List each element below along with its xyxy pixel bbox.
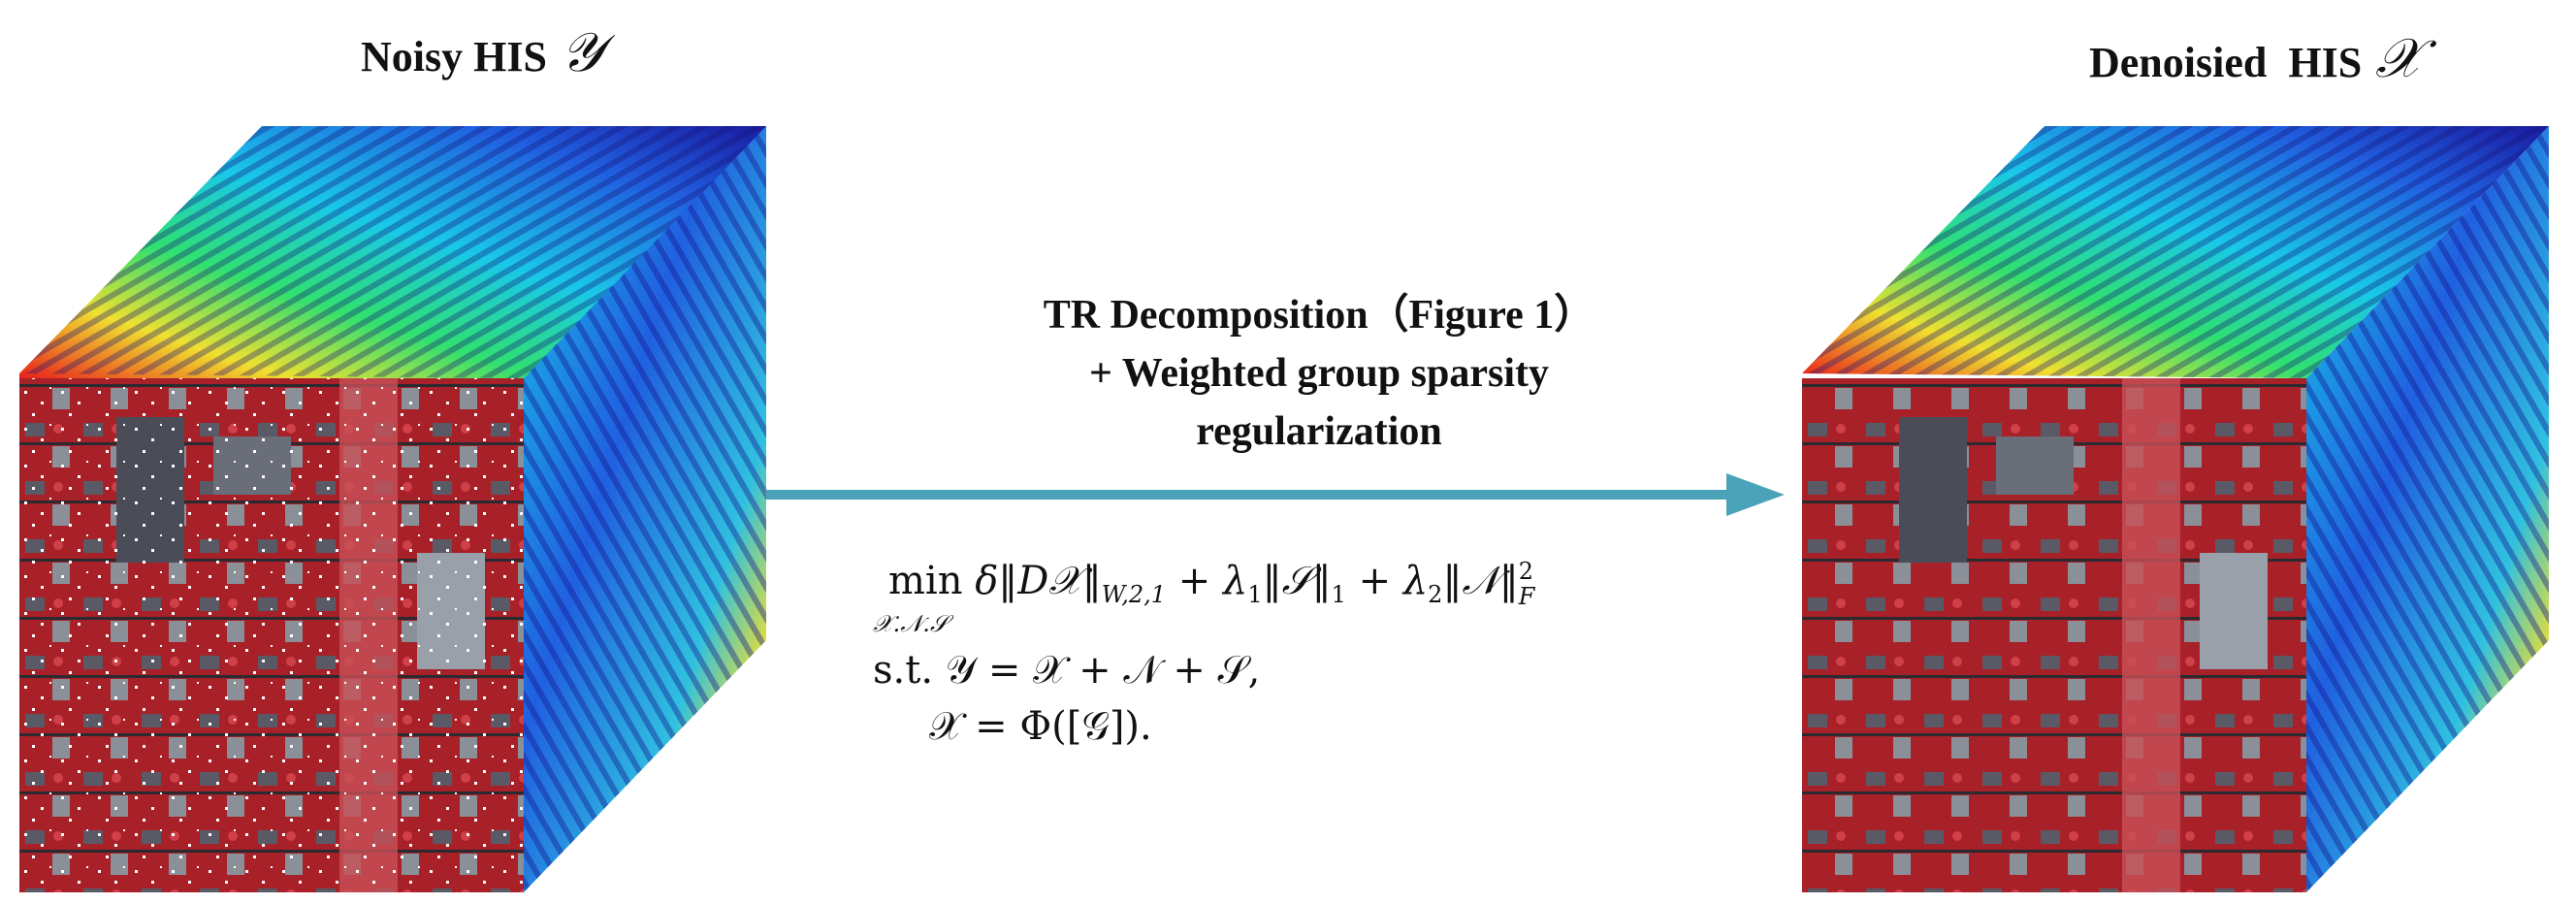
denoised-his-label: Denoisied HIS xyxy=(2089,39,2363,86)
formula-objective-term1: δ‖D𝒳‖ xyxy=(975,559,1102,603)
denoised-his-title: Denoisied HIS 𝒳 xyxy=(2089,27,2422,91)
formula-min-subscript: 𝒳.𝒩.𝒮 xyxy=(873,610,949,637)
formula-frobenius-sup: 2 xyxy=(1518,558,1534,585)
noisy-his-label: Noisy HIS xyxy=(361,33,547,81)
formula-constraint-1: s.t. 𝒴 = 𝒳 + 𝒩 + 𝒮, xyxy=(873,648,1261,693)
method-line-3: regularization xyxy=(1196,409,1442,454)
formula-constraint-2: 𝒳 = Φ([𝒢]). xyxy=(929,704,1152,749)
formula-min: min xyxy=(888,559,963,603)
formula-term3b: ‖𝒩‖ xyxy=(1442,559,1519,603)
method-line-2: + Weighted group sparsity xyxy=(1089,351,1549,396)
formula-term2b: ‖𝒮‖ xyxy=(1262,559,1332,603)
formula-frobenius-sub: F xyxy=(1518,583,1535,610)
denoised-his-symbol: 𝒳 xyxy=(2375,27,2423,90)
noisy-hsi-cube xyxy=(19,126,776,897)
denoised-hsi-cube xyxy=(1802,126,2559,897)
formula-norm-subscript: W,2,1 xyxy=(1101,581,1167,608)
noisy-his-symbol: 𝒴 xyxy=(560,21,603,84)
formula-l1-sub: 1 xyxy=(1331,581,1346,608)
formula-term2: + λ xyxy=(1166,559,1248,603)
method-description: TR Decomposition（Figure 1） + Weighted gr… xyxy=(912,286,1726,461)
process-arrow xyxy=(766,473,1785,516)
formula-lambda1-sub: 1 xyxy=(1247,581,1263,608)
noisy-his-title: Noisy HIS 𝒴 xyxy=(361,21,603,85)
formula-lambda2-sub: 2 xyxy=(1428,581,1443,608)
formula-term3: + λ xyxy=(1345,559,1429,603)
method-line-1: TR Decomposition（Figure 1） xyxy=(1043,293,1595,338)
